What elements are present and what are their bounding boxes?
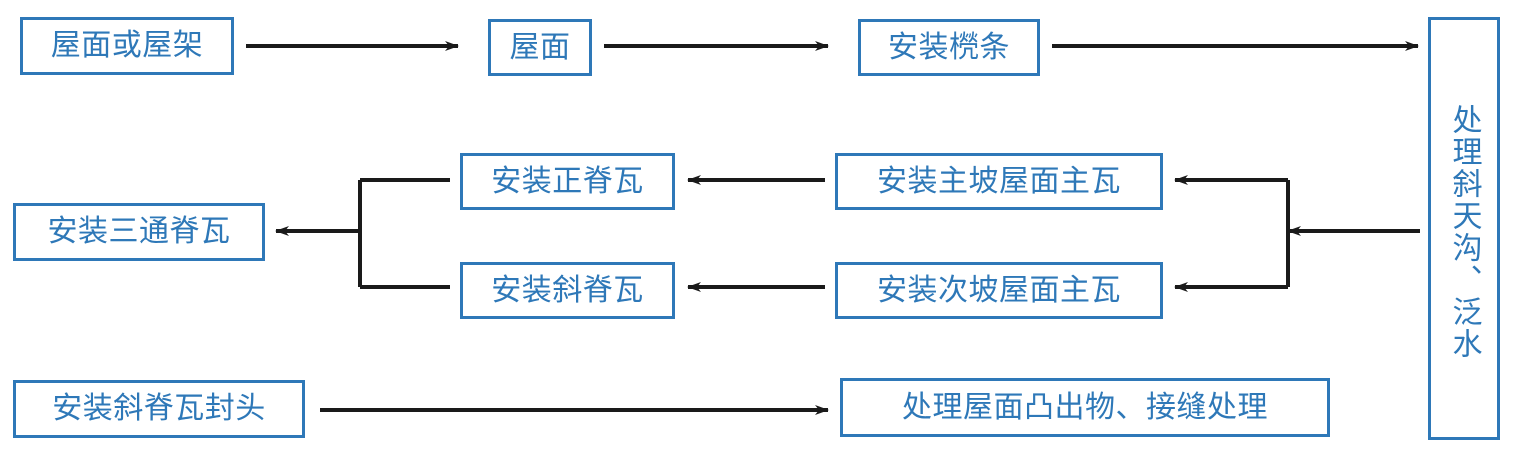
node-install-hip-ridge-cap[interactable]: 安装斜脊瓦封头 — [13, 380, 305, 438]
node-roof-or-truss[interactable]: 屋面或屋架 — [20, 17, 234, 75]
node-install-purlin[interactable]: 安装橩条 — [858, 19, 1040, 76]
node-handle-valley-flashing[interactable]: 处理斜天沟、泛水 — [1428, 17, 1500, 440]
node-install-hip-ridge-tile[interactable]: 安装斜脊瓦 — [460, 262, 675, 319]
node-install-secondary-slope-tile[interactable]: 安装次坡屋面主瓦 — [835, 262, 1163, 319]
node-install-tee-ridge-tile[interactable]: 安装三通脊瓦 — [13, 203, 265, 261]
node-install-main-slope-tile[interactable]: 安装主坡屋面主瓦 — [835, 153, 1163, 210]
node-handle-roof-protrusion-joints[interactable]: 处理屋面凸出物、接缝处理 — [840, 378, 1330, 437]
node-install-main-ridge-tile[interactable]: 安装正脊瓦 — [460, 153, 675, 210]
node-roof-surface[interactable]: 屋面 — [488, 19, 592, 76]
